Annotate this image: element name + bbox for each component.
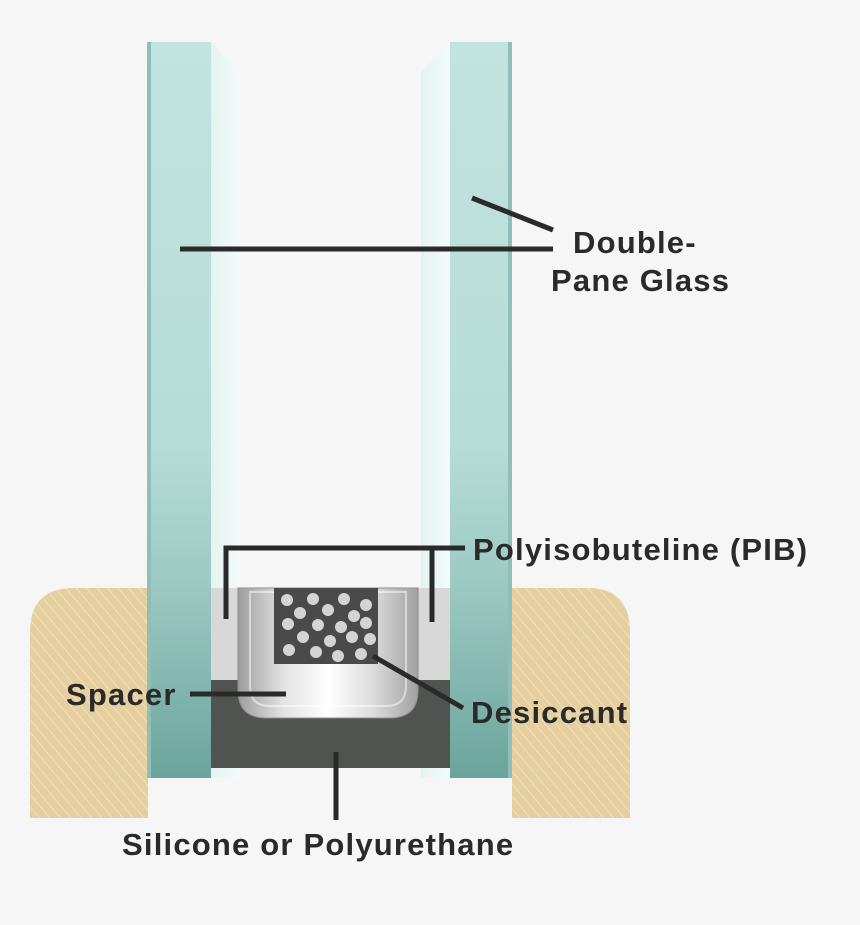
glass-pane-left	[147, 42, 240, 778]
spacer-label: Spacer	[66, 677, 177, 712]
leader-lines	[180, 195, 554, 820]
leader-desiccant	[371, 653, 465, 711]
pib-label: Polyisobuteline (PIB)	[473, 532, 809, 567]
leader-glass-diagonal	[471, 195, 554, 233]
desiccant-label: Desiccant	[471, 695, 629, 730]
glass-label-line1: Double-	[573, 225, 697, 260]
frame-right	[512, 588, 630, 818]
glass-label-line2: Pane Glass	[551, 263, 731, 298]
desiccant-chamber	[274, 588, 378, 664]
frame-left	[30, 588, 148, 818]
double-pane-glass-label: Double- Pane Glass	[551, 224, 730, 300]
sealant-label: Silicone or Polyurethane	[122, 827, 515, 862]
leader-pib	[223, 545, 435, 622]
